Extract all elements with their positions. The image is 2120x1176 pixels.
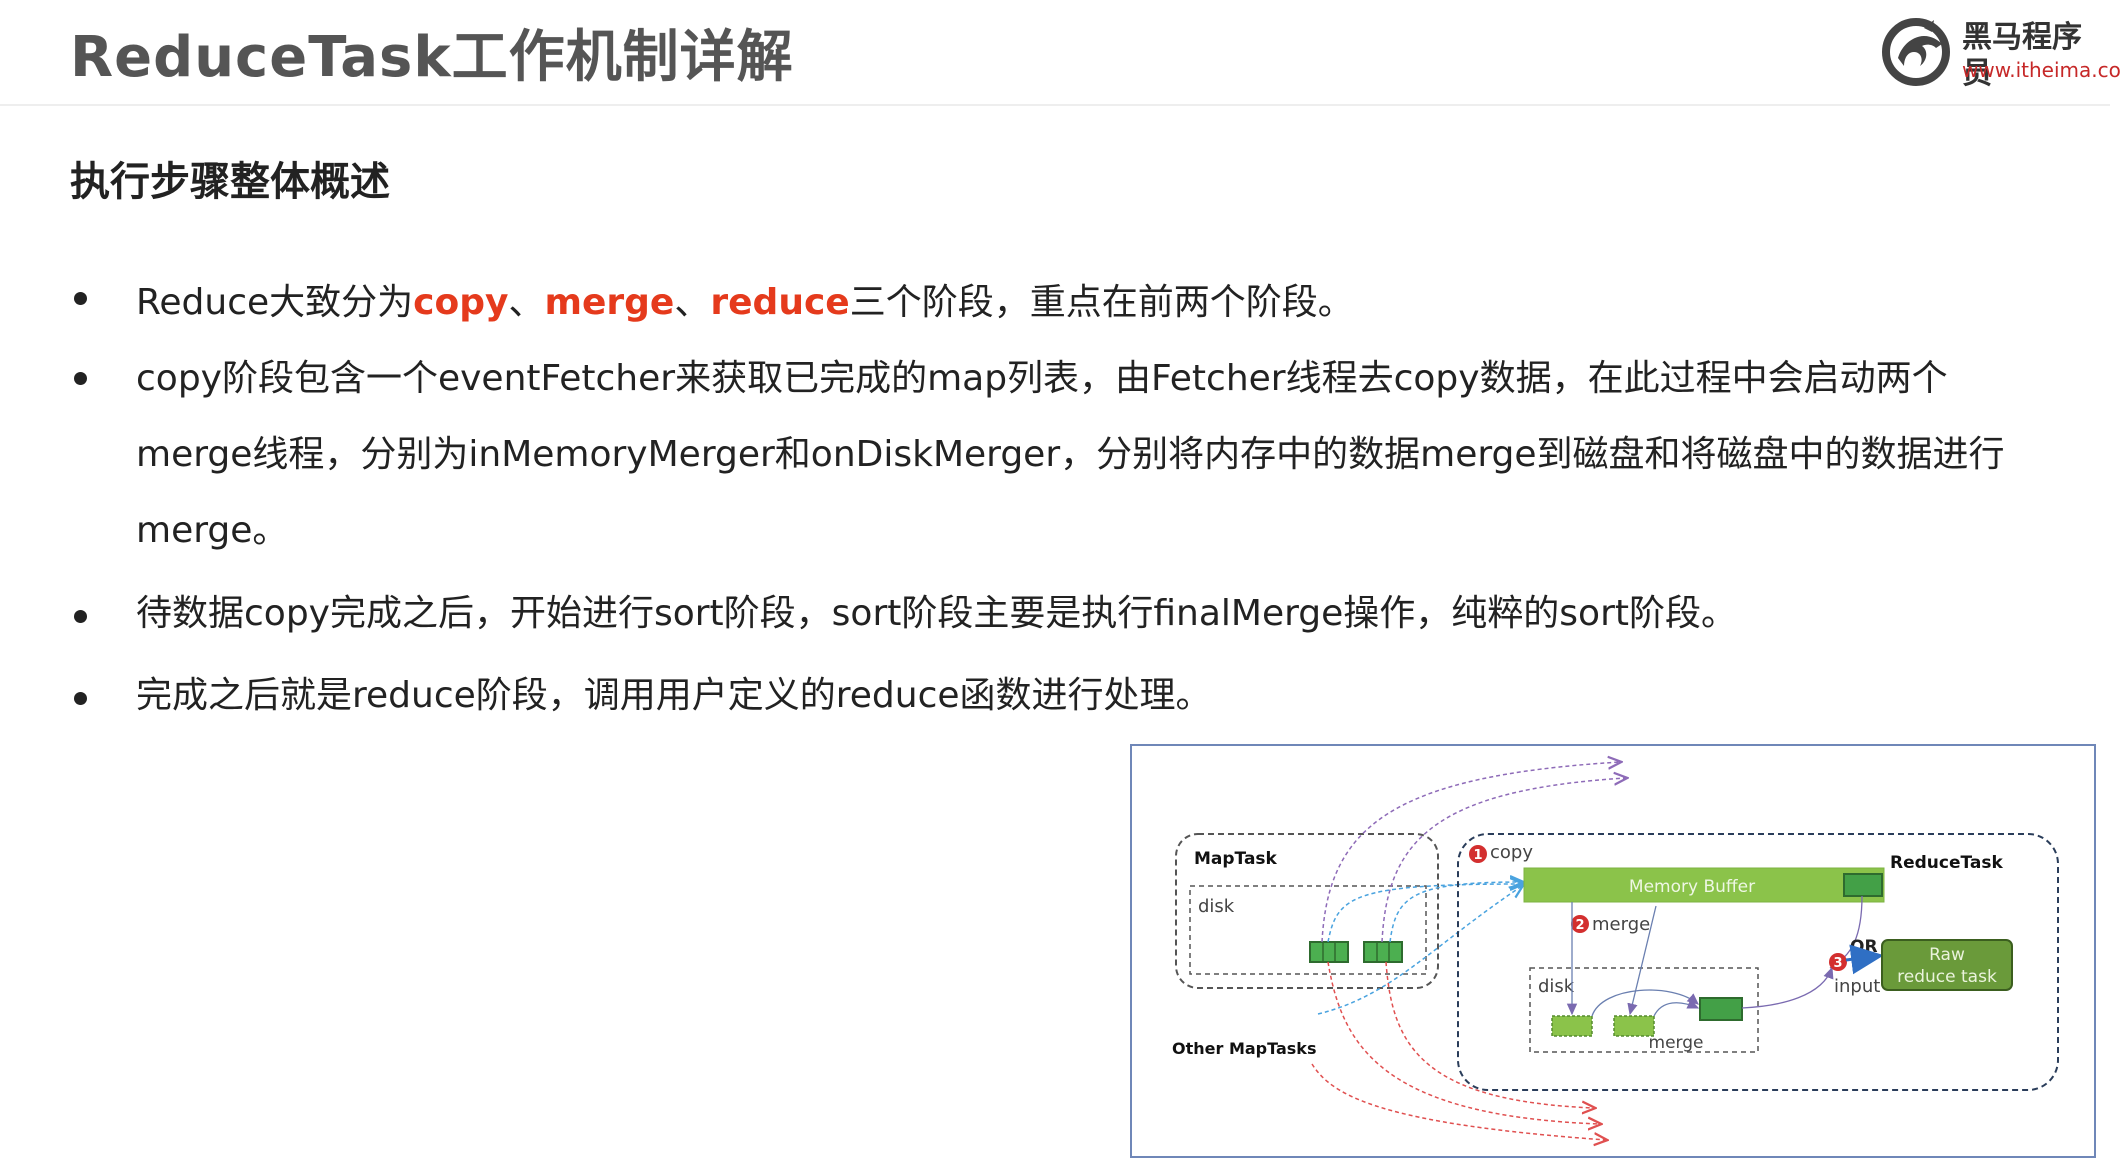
disk-to-reduce-arrow xyxy=(1741,966,1834,1009)
reduce-disk-label: disk xyxy=(1538,976,1575,997)
merged-file xyxy=(1699,997,1743,1021)
overview-bullet-list: Reduce大致分为copy、merge、reduce三个阶段，重点在前两个阶段… xyxy=(70,255,2030,737)
memory-buffer-label: Memory Buffer xyxy=(1629,877,1755,897)
spill-file xyxy=(1613,1015,1655,1037)
disk-merge-arrow xyxy=(1591,989,1699,1017)
map-disk-label: disk xyxy=(1198,896,1235,917)
separator: 、 xyxy=(508,282,545,323)
buffer-segment xyxy=(1843,873,1883,897)
bullet-line: merge。 xyxy=(136,510,289,551)
keyword-reduce: reduce xyxy=(710,282,850,323)
disk-merge-label: merge xyxy=(1649,1033,1704,1053)
raw-reduce-line1: Raw xyxy=(1929,945,1965,965)
disk-merge-arrow xyxy=(1653,999,1700,1017)
partition-arrow xyxy=(1381,778,1626,943)
separator: 、 xyxy=(674,282,711,323)
logo-name: 黑马程序员 xyxy=(1962,20,2082,91)
partition-arrow xyxy=(1327,961,1600,1124)
bullet-phases: Reduce大致分为copy、merge、reduce三个阶段，重点在前两个阶段… xyxy=(70,255,2030,341)
input-label: input xyxy=(1834,976,1880,997)
raw-reduce-line2: reduce task xyxy=(1897,967,1997,987)
map-output-segment xyxy=(1309,941,1349,963)
bullet-text: 三个阶段，重点在前两个阶段。 xyxy=(849,282,1354,323)
bullet-copy-phase: copy阶段包含一个eventFetcher来获取已完成的map列表，由Fetc… xyxy=(70,341,2030,569)
step-3-number: 3 xyxy=(1833,956,1842,971)
memory-buffer-bar xyxy=(1523,867,1885,903)
input-arrow xyxy=(1845,944,1884,975)
brand-logo: 黑马程序员 www.itheima.com xyxy=(1880,14,2120,91)
reducetask-label: ReduceTask xyxy=(1890,853,2003,873)
bullet-line: merge线程，分别为inMemoryMerger和onDiskMerger，分… xyxy=(136,434,2005,475)
diagram-canvas: MapTask disk Other MapTasks ReduceTask 1… xyxy=(1172,746,2059,1156)
maptask-box xyxy=(1175,833,1439,989)
bullet-text: Reduce大致分为 xyxy=(136,282,414,323)
step-3-badge xyxy=(1829,953,1847,971)
reduce-disk-box xyxy=(1529,967,1759,1053)
section-heading: 执行步骤整体概述 xyxy=(70,159,390,205)
spill-arrow xyxy=(1627,905,1657,1016)
fetch-arrow xyxy=(1389,882,1522,943)
title-divider xyxy=(0,104,2110,106)
raw-reduce-task-box xyxy=(1881,939,2013,991)
reducetask-diagram: MapTask disk Other MapTasks ReduceTask 1… xyxy=(1130,744,2096,1158)
logo-url: www.itheima.com xyxy=(1962,58,2120,82)
step-2-number: 2 xyxy=(1575,918,1584,933)
fetch-arrow xyxy=(1317,886,1522,1015)
other-maptasks-label: Other MapTasks xyxy=(1172,1039,1316,1058)
step-1-badge xyxy=(1469,845,1487,863)
reducetask-box xyxy=(1457,833,2059,1091)
keyword-copy: copy xyxy=(413,282,509,323)
or-label: OR xyxy=(1850,937,1878,957)
step-1-number: 1 xyxy=(1473,848,1482,863)
partition-arrow xyxy=(1385,961,1594,1108)
maptask-label: MapTask xyxy=(1194,849,1278,869)
memory-merge-label: merge xyxy=(1592,914,1650,935)
partition-arrow xyxy=(1321,762,1620,943)
keyword-merge: merge xyxy=(544,282,675,323)
spill-file xyxy=(1551,1015,1593,1037)
horse-logo-icon xyxy=(1882,18,1950,86)
step-2-badge xyxy=(1571,915,1589,933)
bullet-reduce-phase: 完成之后就是reduce阶段，调用用户定义的reduce函数进行处理。 xyxy=(70,655,2030,737)
page-title: ReduceTask工作机制详解 xyxy=(70,25,794,90)
bullet-sort-phase: 待数据copy完成之后，开始进行sort阶段，sort阶段主要是执行finalM… xyxy=(70,573,2030,655)
fetch-arrow xyxy=(1327,884,1522,943)
bullet-line: copy阶段包含一个eventFetcher来获取已完成的map列表，由Fetc… xyxy=(136,358,1948,399)
partition-arrow xyxy=(1311,1063,1606,1140)
map-output-segment xyxy=(1363,941,1403,963)
copy-label: copy xyxy=(1490,842,1533,863)
map-disk-box xyxy=(1189,885,1427,975)
